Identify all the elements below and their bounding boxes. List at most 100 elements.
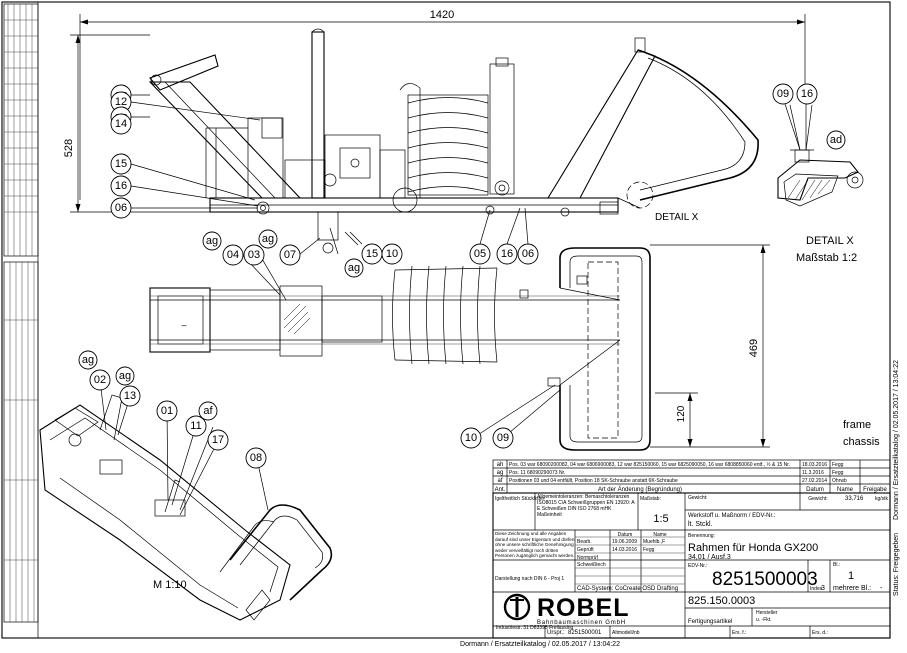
callout-06a: 06 [110,197,132,219]
frame-label: frame [843,419,871,431]
svg-text:06: 06 [522,248,534,260]
svg-text:u. -Fkt.: u. -Fkt. [756,617,772,623]
svg-text:Ant.: Ant. [495,487,506,493]
callout-14: 14 [110,113,132,135]
callout-17: 17 [207,429,229,451]
svg-text:Pos. 11 68090290073 Nr.: Pos. 11 68090290073 Nr. [509,470,565,476]
callout-ag-6: ag [78,350,98,370]
callout-ag-7: ag [115,366,135,386]
callout-06b: 06 [517,243,539,265]
svg-text:ag: ag [206,235,218,247]
svg-text:16: 16 [501,248,513,260]
svg-text:mehrere Bl.:: mehrere Bl.: [833,585,871,592]
svg-text:af: af [203,405,213,417]
svg-text:12: 12 [115,96,127,108]
svg-text:EDV-Nr.:: EDV-Nr.: [688,563,707,569]
svg-text:ag: ag [497,470,504,476]
svg-text:04: 04 [227,249,239,261]
svg-text:Schweißtech: Schweißtech [577,562,606,568]
svg-text:Gewicht:: Gewicht: [808,496,827,502]
designation: Rahmen für Honda GX200 [688,542,818,554]
svg-text:Gewicht:: Gewicht: [688,495,707,501]
svg-text:07: 07 [284,249,296,261]
side-status: Status: Freigegeben [893,533,900,596]
detail-x-view [777,104,864,207]
svg-text:34,01 / Ausf.3: 34,01 / Ausf.3 [688,554,731,561]
svg-text:10: 10 [465,432,477,444]
side-text: Dormann / Ersatzteilkatalog / 02.05.2017… [893,360,900,520]
callout-13: 13 [119,385,141,407]
svg-text:3: 3 [821,585,825,592]
isometric-view [39,394,333,621]
company-name: ROBEL [537,594,630,622]
svg-text:Fegg: Fegg [832,470,844,476]
robel-logo: ROBEL Bahnbaumaschinen GmbH [503,593,630,626]
svg-text:Name: Name [653,532,667,538]
callout-09a: 09 [772,83,794,105]
callout-10b: 10 [460,427,482,449]
callout-15b: 15 [361,243,383,265]
svg-text:14: 14 [115,118,127,130]
spring-coil-top [392,265,498,365]
dimension-120: 120 [655,392,698,447]
callout-08: 08 [245,447,267,469]
dim-469-label: 469 [748,339,760,357]
detail-scale: Maßstab 1:2 [796,252,857,264]
svg-text:Darstellung nach DIN 6 - Proj: Darstellung nach DIN 6 - Proj 1 [495,576,564,582]
top-view: – [149,247,651,451]
svg-text:ag: ag [119,370,131,382]
leader-lines [99,94,807,516]
svg-text:Datum: Datum [806,487,824,493]
svg-text:Bl.:: Bl.: [833,562,840,568]
svg-text:Fegg: Fegg [832,462,844,468]
svg-text:02: 02 [94,374,106,386]
callout-11: 11 [185,415,207,437]
svg-text:09: 09 [497,432,509,444]
svg-text:09: 09 [777,88,789,100]
callout-ag-3: ag [344,258,364,278]
svg-text:Hersteller: Hersteller [756,610,778,616]
chassis-label: chassis [843,436,880,448]
svg-text:Normprüf: Normprüf [577,555,598,561]
svg-text:10: 10 [386,248,398,260]
side-view [148,28,759,254]
dimension-1420: 1420 [79,9,806,200]
svg-text:06: 06 [115,202,127,214]
svg-text:Urspr.:: Urspr.: [547,630,565,636]
svg-text:Benennung:: Benennung: [688,533,715,539]
dim-528-label: 528 [63,139,75,157]
svg-text:ag: ag [262,233,274,245]
svg-text:Name: Name [837,487,854,493]
callout-05: 05 [469,243,491,265]
svg-text:Fegg: Fegg [643,547,655,553]
svg-text:01: 01 [161,405,173,417]
svg-text:11: 11 [190,420,201,432]
svg-text:af: af [497,478,502,484]
iso-scale-label: M 1:10 [153,579,187,591]
copyright-note: Diese Zeichnung und alle Angaben darauf … [495,531,575,558]
svg-text:Fertigungsartikel: Fertigungsartikel [688,619,732,625]
revision-table: ah Pos. 03 war 68090200082, 04 war 68069… [492,459,891,494]
svg-text:ad: ad [830,134,842,146]
callout-01: 01 [156,400,178,422]
dimension-469: 469 [650,244,770,448]
svg-text:Altmodell/nb: Altmodell/nb [612,630,640,636]
svg-text:Industriestr. 31 D83395 Freila: Industriestr. 31 D83395 Freilassing [496,625,573,631]
callout-02: 02 [89,369,111,391]
part-number: 8251500003 [712,569,818,590]
svg-text:Index: Index [810,586,823,592]
callout-07: 07 [279,244,301,266]
left-strip-tables [3,3,39,623]
dimension-528: 528 [63,34,220,213]
svg-text:16: 16 [801,88,813,100]
svg-text:15: 15 [366,248,378,260]
dim-1420-label: 1420 [430,9,454,21]
dim-120-label: 120 [676,405,687,422]
material-value: lt. Stckl. [688,521,713,528]
spring-coil-side [399,83,489,198]
svg-text:ag: ag [82,354,94,366]
general-tolerance: Allgemeintoleranzen: Bemaschtoleranzen I… [537,494,635,518]
svg-text:14.03.2016: 14.03.2016 [612,547,637,553]
svg-text:8251500001: 8251500001 [568,630,602,636]
